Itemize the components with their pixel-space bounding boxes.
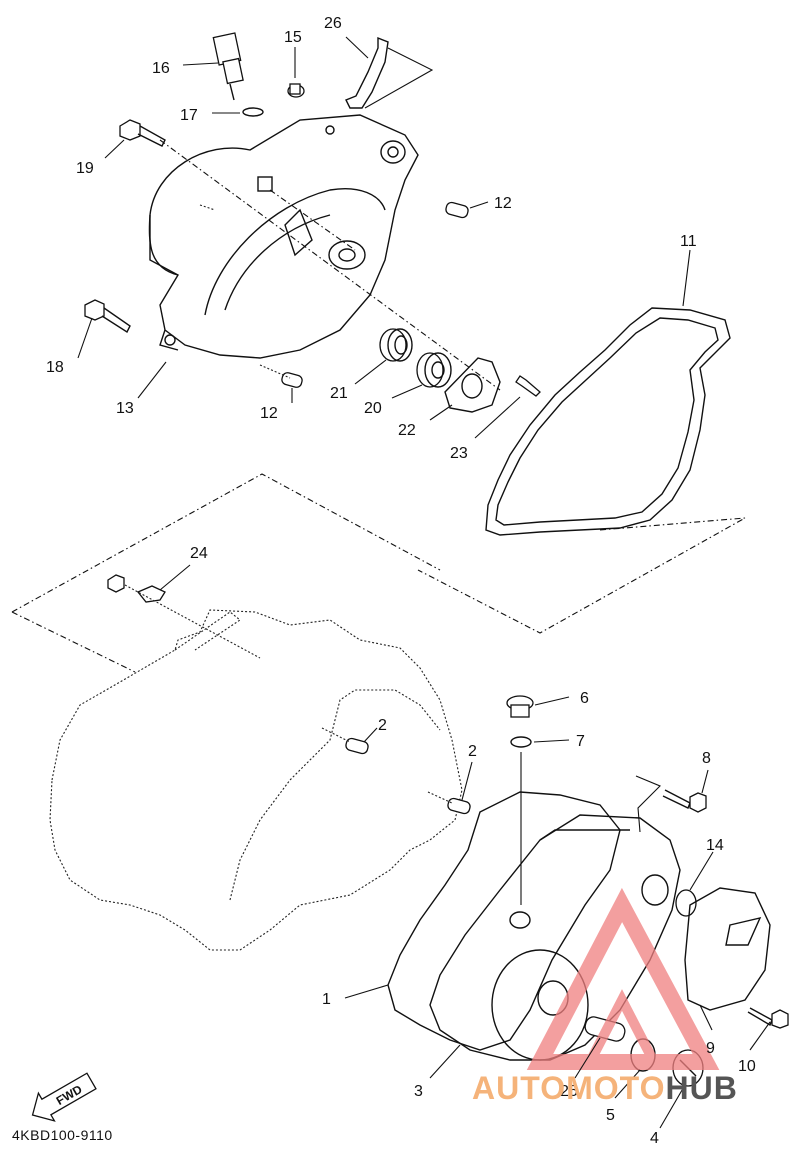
callout-26: 26 bbox=[324, 15, 342, 32]
callout-15: 15 bbox=[284, 29, 302, 46]
callout-9: 9 bbox=[706, 1040, 715, 1057]
leader-lines bbox=[77, 36, 771, 1129]
screw-23 bbox=[515, 375, 541, 397]
dowel-12b bbox=[281, 372, 303, 388]
callout-21: 21 bbox=[330, 385, 348, 402]
callout-4: 4 bbox=[650, 1130, 659, 1147]
callout-20: 20 bbox=[364, 400, 382, 417]
callout-23: 23 bbox=[450, 445, 468, 462]
callout-18: 18 bbox=[46, 359, 64, 376]
diagram-reference-code: 4KBD100-9110 bbox=[12, 1127, 113, 1143]
crankcase-cover-left bbox=[148, 114, 419, 359]
callout-labels: 26 15 16 17 19 12 11 18 13 12 21 20 22 2… bbox=[46, 15, 756, 1147]
callout-19: 19 bbox=[76, 160, 94, 177]
callout-24: 24 bbox=[190, 545, 208, 562]
callout-14: 14 bbox=[706, 837, 724, 854]
o-ring-17 bbox=[242, 107, 264, 117]
callout-2-left: 2 bbox=[378, 717, 387, 734]
callout-10: 10 bbox=[738, 1058, 756, 1075]
callout-3: 3 bbox=[414, 1083, 423, 1100]
crankcase-outline bbox=[49, 609, 463, 951]
sensor-16 bbox=[212, 32, 244, 101]
callout-25: 25 bbox=[560, 1083, 578, 1100]
sprocket-cover-9 bbox=[684, 887, 771, 1011]
grommet-15 bbox=[287, 83, 305, 98]
clutch-cover-gasket bbox=[387, 791, 621, 1051]
callout-5: 5 bbox=[606, 1107, 615, 1124]
callout-17: 17 bbox=[180, 107, 198, 124]
fwd-arrow: FWD bbox=[31, 1072, 97, 1122]
bearing-20 bbox=[416, 352, 452, 388]
filler-plug-6 bbox=[506, 695, 534, 718]
oil-seal-14 bbox=[675, 889, 697, 917]
watermark-hub: HUB bbox=[665, 1070, 738, 1106]
callout-1: 1 bbox=[322, 991, 331, 1008]
callout-2-right: 2 bbox=[468, 743, 477, 760]
bolt-10 bbox=[747, 1007, 789, 1029]
callout-16: 16 bbox=[152, 60, 170, 77]
dowel-2b bbox=[447, 797, 471, 815]
dowel-2a bbox=[345, 737, 369, 755]
callout-12-lower: 12 bbox=[260, 405, 278, 422]
callout-7: 7 bbox=[576, 733, 585, 750]
o-ring-7 bbox=[510, 736, 532, 748]
bolt-18 bbox=[84, 299, 131, 334]
callout-13: 13 bbox=[116, 400, 134, 417]
clamp-26 bbox=[345, 36, 389, 109]
cover-gasket bbox=[485, 307, 731, 536]
callout-8: 8 bbox=[702, 750, 711, 767]
watermark-logo bbox=[526, 887, 720, 1070]
bolt-24 bbox=[107, 574, 166, 603]
callout-6: 6 bbox=[580, 690, 589, 707]
oil-seal-21 bbox=[379, 328, 413, 362]
watermark-text: AUTOMOTOHUB bbox=[472, 1070, 738, 1107]
retainer-plate-22 bbox=[444, 357, 501, 413]
bolt-8 bbox=[662, 789, 707, 813]
callout-12-upper: 12 bbox=[494, 195, 512, 212]
callout-22: 22 bbox=[398, 422, 416, 439]
callout-11: 11 bbox=[680, 233, 697, 250]
watermark-automoto: AUTOMOTO bbox=[472, 1070, 666, 1106]
dowel-12a bbox=[445, 201, 469, 219]
bolt-19 bbox=[119, 119, 166, 147]
